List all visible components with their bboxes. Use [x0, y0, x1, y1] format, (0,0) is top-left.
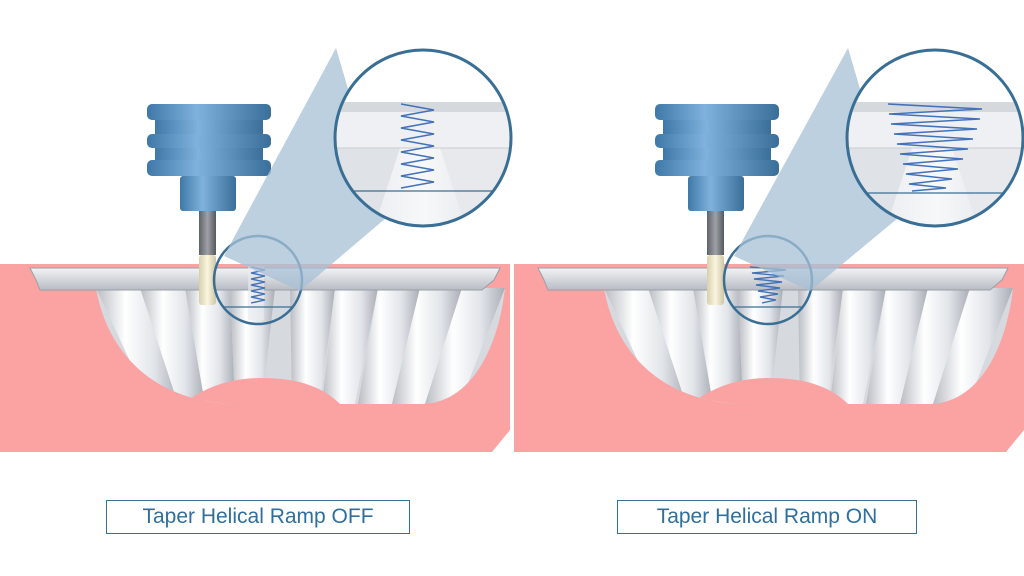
helix-path-icon	[749, 266, 787, 304]
spindle-holder-icon	[147, 104, 271, 211]
helix-path-zoom	[887, 103, 983, 192]
pocket-rim	[537, 267, 1009, 291]
end-mill-icon	[707, 211, 724, 305]
spindle-holder-icon	[655, 104, 779, 211]
fluted-pocket	[96, 288, 505, 404]
caption-ramp-on: Taper Helical Ramp ON	[617, 500, 917, 534]
panel-right	[514, 48, 1024, 452]
panel-left	[0, 48, 513, 452]
end-mill-icon	[199, 211, 216, 305]
helix-path-icon	[250, 266, 266, 304]
fluted-pocket	[604, 288, 1013, 404]
pocket-rim	[29, 267, 501, 291]
helix-path-zoom	[400, 103, 435, 189]
caption-ramp-off: Taper Helical Ramp OFF	[106, 500, 410, 534]
